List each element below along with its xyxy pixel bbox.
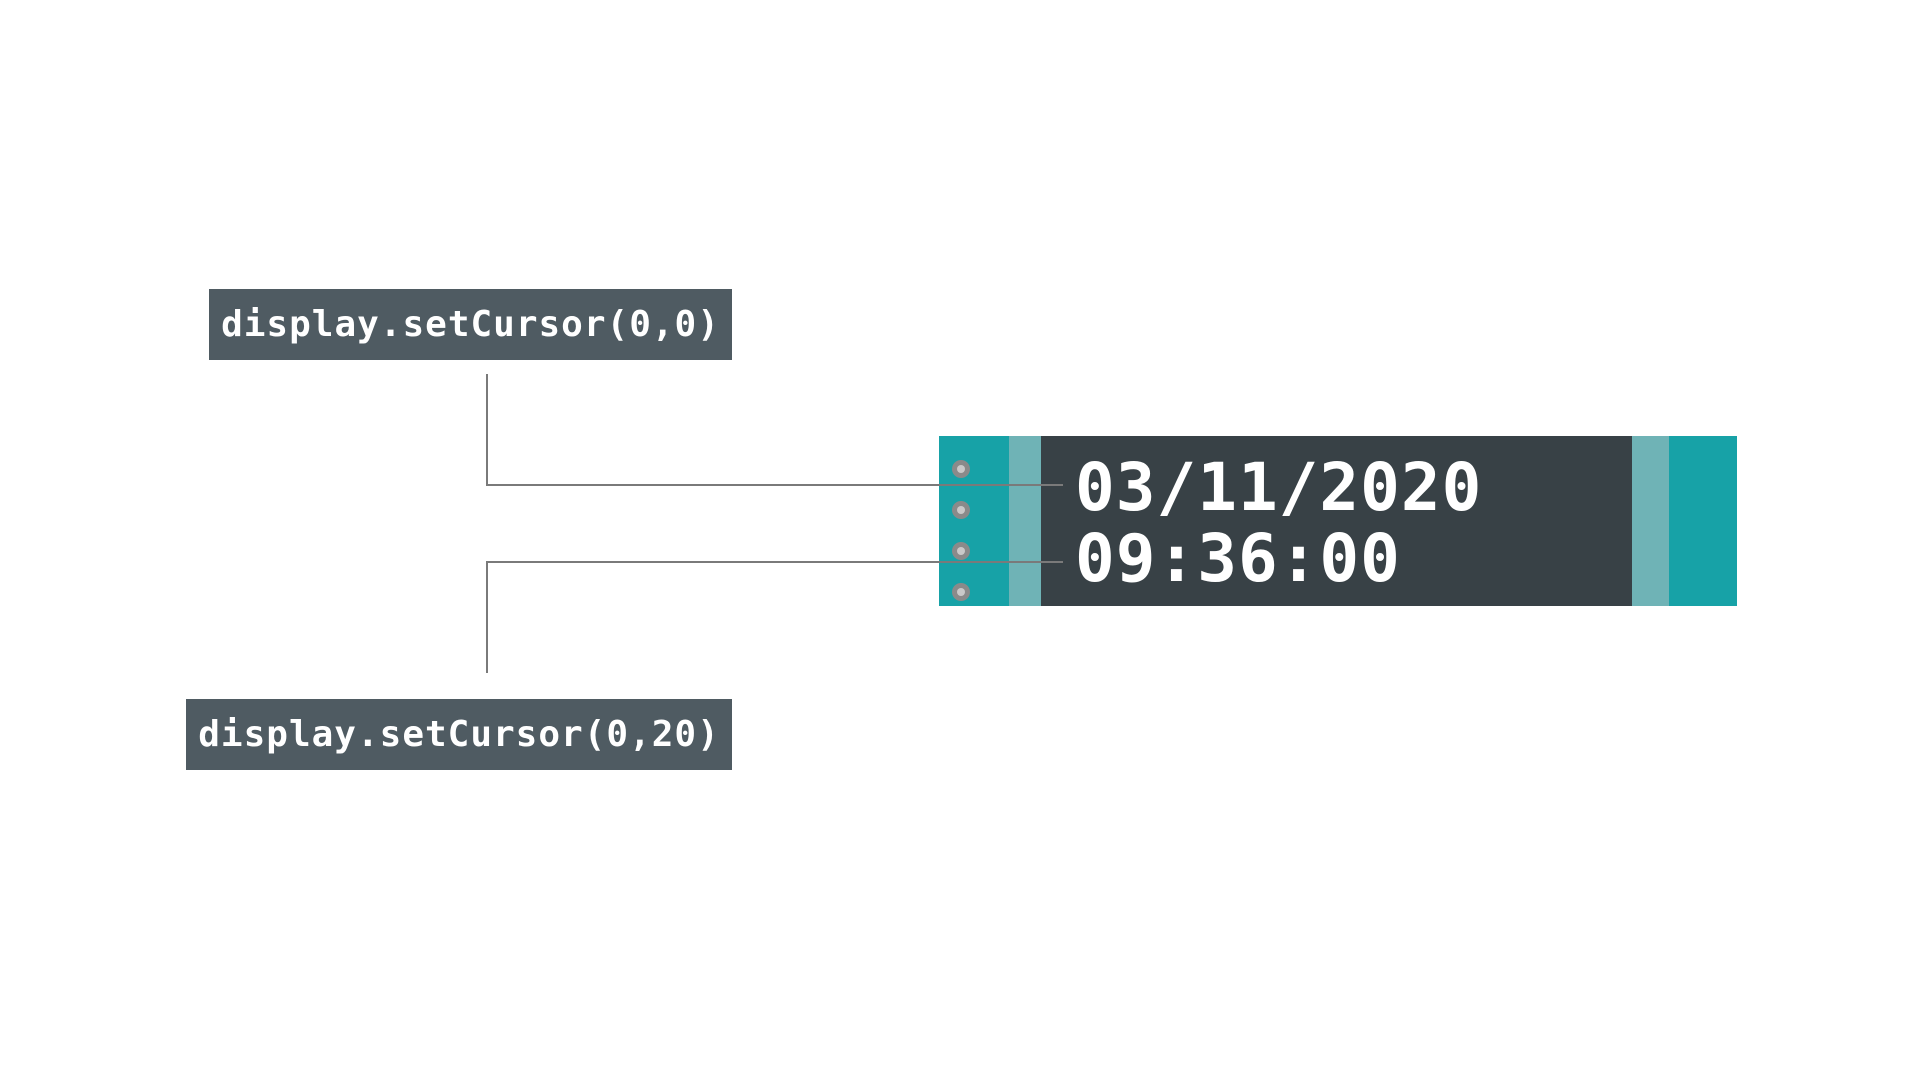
display-screen: 03/11/2020 09:36:00 — [1041, 436, 1632, 606]
header-pin-icon — [952, 501, 970, 519]
header-pin-icon — [952, 542, 970, 560]
leader-line-bottom-vertical — [486, 561, 488, 673]
leader-line-bottom-horizontal — [486, 561, 1063, 563]
display-date-text: 03/11/2020 — [1075, 449, 1483, 526]
header-pin-icon — [952, 460, 970, 478]
leader-line-top-horizontal — [486, 484, 1063, 486]
set-cursor-row-20-label: display.setCursor(0,20) — [186, 699, 732, 770]
header-pin-icon — [952, 583, 970, 601]
oled-display-module: 03/11/2020 09:36:00 — [939, 436, 1737, 606]
set-cursor-row-0-label: display.setCursor(0,0) — [209, 289, 732, 360]
leader-line-top-vertical — [486, 374, 488, 486]
display-time-text: 09:36:00 — [1075, 520, 1401, 597]
